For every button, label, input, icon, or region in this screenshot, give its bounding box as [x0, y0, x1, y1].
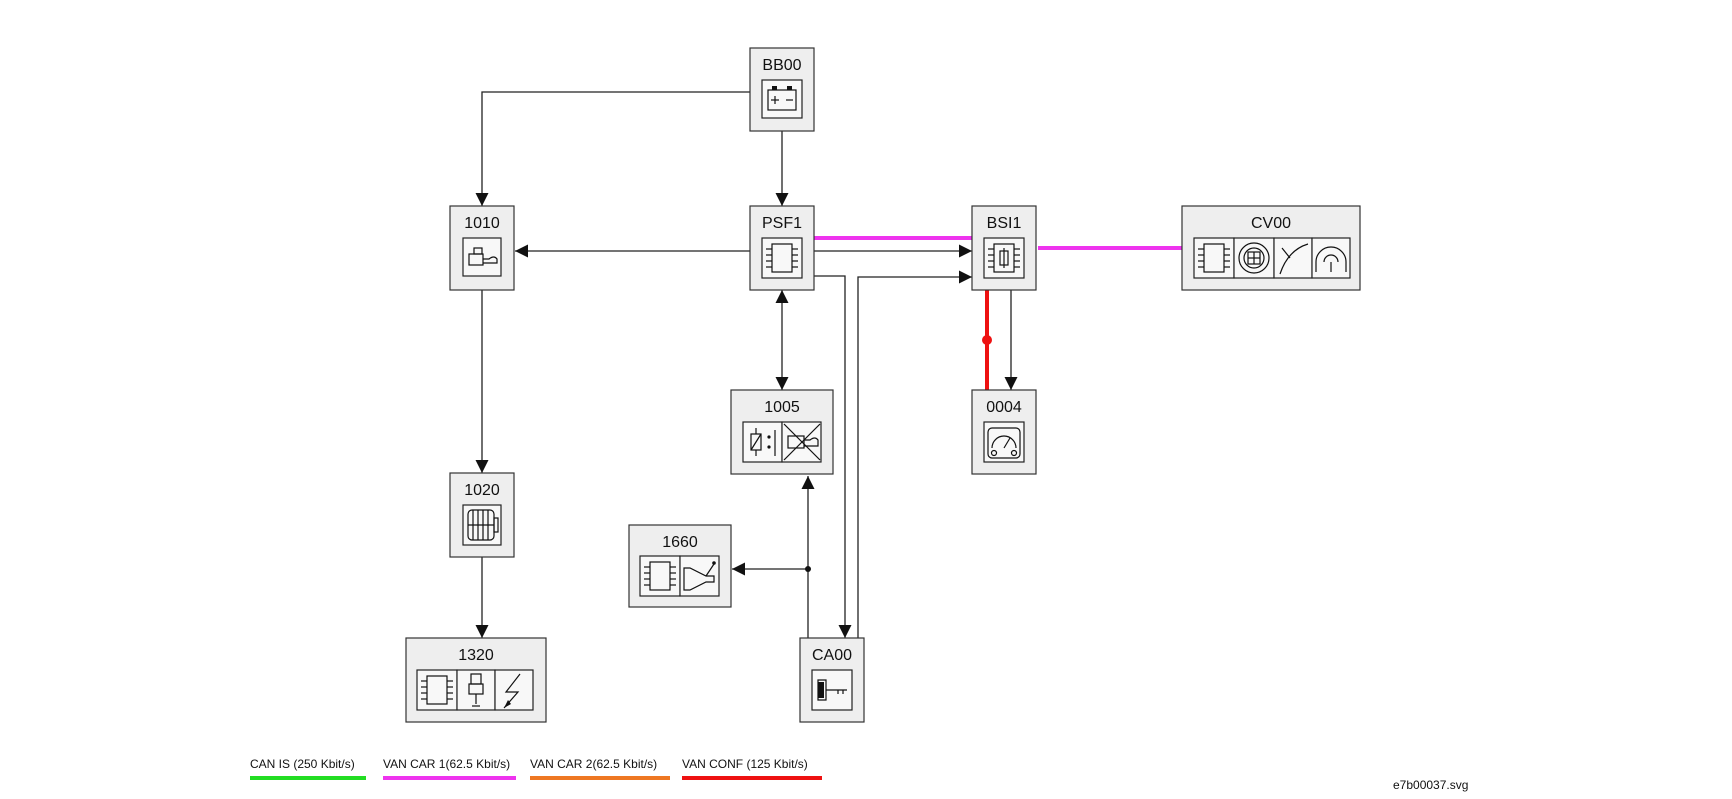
connector-icon [1238, 242, 1270, 274]
horn-icon [683, 561, 716, 591]
instrument-panel-icon [987, 427, 1021, 459]
node-1320-label: 1320 [458, 647, 494, 664]
wire-bb00-1010 [475, 91, 750, 206]
node-psf1[interactable]: PSF1 [749, 205, 815, 291]
node-psf1-label: PSF1 [762, 215, 802, 232]
node-bsi1-label: BSI1 [987, 215, 1022, 232]
legend-item-can-is: CAN IS (250 Kbit/s) [250, 757, 366, 780]
wire-junction-dot [805, 566, 811, 572]
wires [475, 91, 1018, 638]
legend-item-van-car-2: VAN CAR 2(62.5 Kbit/s) [530, 757, 670, 780]
wire-ca00-bsi1 [857, 270, 972, 638]
node-1660-label: 1660 [662, 534, 698, 551]
node-bb00-label: BB00 [762, 57, 801, 74]
node-1005-label: 1005 [764, 399, 800, 416]
starter-cutoff-icon [783, 423, 821, 461]
ignition-icon [503, 673, 521, 709]
node-1660[interactable]: 1660 [628, 524, 732, 608]
wiper-icon [1279, 243, 1309, 275]
starter-motor-icon [468, 247, 498, 266]
legend: CAN IS (250 Kbit/s) VAN CAR 1(62.5 Kbit/… [250, 757, 822, 780]
ignition-key-icon [817, 679, 847, 701]
van-conf-junction [982, 335, 992, 345]
ecu-chip-icon [766, 243, 798, 273]
injector-icon [468, 673, 484, 707]
node-cv00-label: CV00 [1251, 215, 1291, 232]
legend-label: VAN CAR 2(62.5 Kbit/s) [530, 757, 657, 771]
node-0004-label: 0004 [986, 399, 1022, 416]
node-0004[interactable]: 0004 [971, 389, 1037, 475]
legend-label: CAN IS (250 Kbit/s) [250, 757, 355, 771]
node-ca00-label: CA00 [812, 647, 852, 664]
bus-lines [813, 236, 1182, 392]
node-1010[interactable]: 1010 [449, 205, 515, 291]
node-bb00[interactable]: BB00 [749, 47, 815, 132]
ecu-chip-icon [1198, 243, 1230, 273]
file-name: e7b00037.svg [1393, 778, 1468, 792]
fuse-chip-icon [988, 243, 1020, 273]
alternator-icon [467, 509, 499, 541]
legend-item-van-car-1: VAN CAR 1(62.5 Kbit/s) [383, 757, 516, 780]
legend-label: VAN CAR 1(62.5 Kbit/s) [383, 757, 510, 771]
node-1005[interactable]: 1005 [730, 389, 834, 475]
node-1320[interactable]: 1320 [405, 637, 547, 723]
node-1010-label: 1010 [464, 215, 500, 232]
gauge-icon [1315, 246, 1347, 272]
wire-psf1-ca00 [813, 275, 852, 638]
ecu-chip-icon [644, 561, 676, 591]
node-ca00[interactable]: CA00 [799, 637, 865, 723]
node-cv00[interactable]: CV00 [1181, 205, 1361, 291]
ecu-chip-icon [421, 675, 453, 705]
relay-icon [750, 428, 776, 456]
node-1020[interactable]: 1020 [449, 472, 515, 558]
battery-icon [767, 86, 797, 111]
node-bsi1[interactable]: BSI1 [971, 205, 1037, 291]
legend-item-van-conf: VAN CONF (125 Kbit/s) [682, 757, 822, 780]
legend-label: VAN CONF (125 Kbit/s) [682, 757, 808, 771]
node-1020-label: 1020 [464, 482, 500, 499]
